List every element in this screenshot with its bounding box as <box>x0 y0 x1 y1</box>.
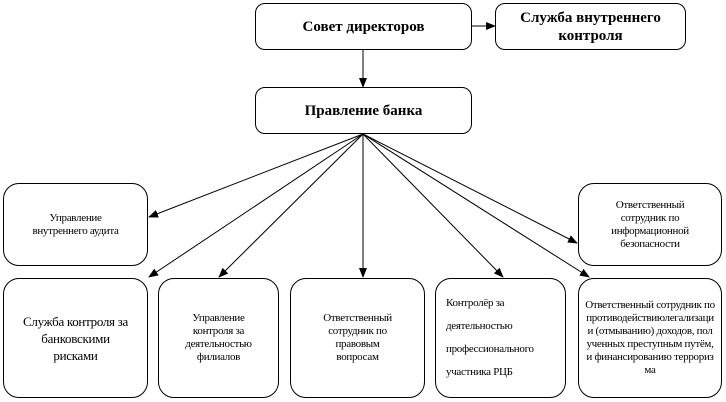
node-aml: Ответственный сотрудник по противодейств… <box>578 278 722 398</box>
node-info-security: Ответственный сотрудник по информационно… <box>578 183 722 266</box>
arrow-to-info-security <box>362 133 578 244</box>
node-securities-controller: Контролёр за деятельностью профессиональ… <box>435 278 566 398</box>
node-legal: Ответственный сотрудник по правовым вопр… <box>290 278 425 398</box>
node-internal-audit: Управление внутреннего аудита <box>3 183 148 266</box>
arrow-to-risk-control <box>148 133 364 278</box>
arrow-to-securities-controller <box>362 133 504 278</box>
node-management: Правление банка <box>255 87 472 134</box>
arrow-to-branch-control <box>218 133 364 278</box>
node-branch-control: Управление контроля за деятельностью фил… <box>158 278 279 398</box>
node-risk-control: Служба контроля за банковскими рисками <box>3 278 148 398</box>
node-internal-control: Служба внутреннего контроля <box>495 3 686 50</box>
node-board: Совет директоров <box>255 3 472 50</box>
arrow-to-aml <box>362 133 590 278</box>
arrow-to-internal-audit <box>148 133 364 218</box>
